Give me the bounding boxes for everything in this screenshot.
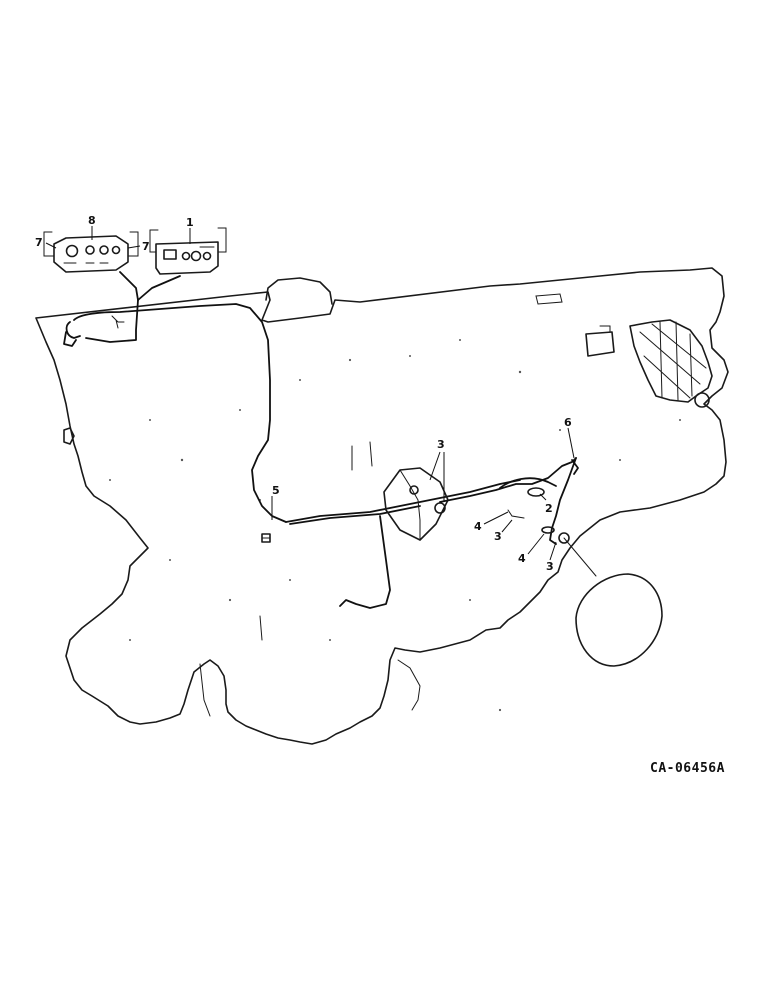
figure-code: CA-06456A [650,761,725,776]
instrument-panel-1 [149,227,227,275]
decal-marks [351,441,373,471]
callout-5: 5 [272,484,280,497]
callout-7-left: 7 [35,236,43,249]
leader-lines [45,226,575,561]
halftone-speckle [109,339,681,712]
callout-8: 8 [88,214,96,227]
callout-3-middle: 3 [494,530,502,543]
combine-body-outline [35,267,729,745]
instrument-panel-8 [43,231,139,273]
wiring-harness [63,271,597,609]
callout-2: 2 [545,502,553,515]
callout-4-lower: 4 [518,552,526,565]
callout-1: 1 [186,216,194,229]
callout-3-lower: 3 [546,560,554,573]
callout-4-upper: 4 [474,520,482,533]
callout-6: 6 [564,416,572,429]
callout-labels: 8 1 7 7 3 6 5 2 4 3 4 3 [35,214,572,573]
callout-7-right: 7 [142,240,150,253]
callout-3-bracket: 3 [437,438,445,451]
